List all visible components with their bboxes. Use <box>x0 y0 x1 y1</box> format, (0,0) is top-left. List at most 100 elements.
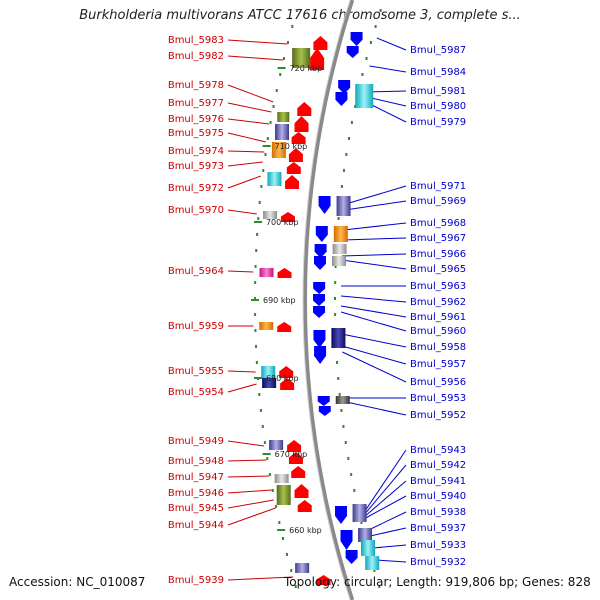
tick-label: 660 kbp <box>289 526 322 535</box>
gene-box <box>295 563 310 573</box>
left-leader-line <box>227 440 265 447</box>
scale-dot <box>266 137 269 140</box>
right-gene-label: Bmul_5932 <box>410 557 466 568</box>
right-leader-line <box>345 200 407 211</box>
forward-gene-arrow <box>277 322 292 332</box>
right-gene-label: Bmul_5963 <box>410 281 466 292</box>
left-leader-line <box>227 383 257 393</box>
right-gene-label: Bmul_5966 <box>410 249 466 260</box>
right-gene-label: Bmul_5940 <box>410 491 466 502</box>
scale-dot <box>256 233 259 236</box>
forward-gene-arrow <box>310 48 325 70</box>
gene-box <box>274 474 289 483</box>
scale-dot <box>369 41 372 44</box>
scale-dot <box>290 569 293 572</box>
left-leader-line <box>227 55 284 61</box>
right-leader-line <box>368 511 407 531</box>
right-gene-label: Bmul_5981 <box>410 86 466 97</box>
left-gene-label: Bmul_5973 <box>168 161 224 172</box>
right-leader-line <box>369 65 407 73</box>
gene-box <box>292 48 311 68</box>
right-leader-line <box>363 449 407 513</box>
scale-dot <box>282 537 285 540</box>
forward-gene-arrow <box>280 212 295 222</box>
forward-gene-arrow <box>313 36 328 50</box>
backbone-shadow <box>302 0 351 600</box>
gene-features <box>259 32 380 585</box>
left-leader-line <box>227 175 262 189</box>
reverse-gene-arrow <box>313 282 326 294</box>
left-gene-label: Bmul_5964 <box>168 266 224 277</box>
scale-dot <box>287 41 290 44</box>
scale-dot <box>261 425 264 428</box>
reverse-gene-arrow <box>340 530 353 550</box>
right-gene-label: Bmul_5960 <box>410 326 466 337</box>
right-gene-label: Bmul_5957 <box>410 359 466 370</box>
reverse-gene-arrow <box>314 346 327 364</box>
left-gene-label: Bmul_5978 <box>168 80 224 91</box>
left-gene-label: Bmul_5948 <box>168 456 224 467</box>
gene-box <box>263 211 278 219</box>
tick-label: 670 kbp <box>275 450 308 459</box>
scale-dot <box>258 201 261 204</box>
gene-box <box>335 396 350 404</box>
scale-dot <box>347 457 350 460</box>
forward-gene-arrow <box>280 378 295 390</box>
forward-gene-arrow <box>297 500 312 512</box>
left-leader-line <box>227 475 270 478</box>
left-leader-line <box>227 39 288 45</box>
accession-text: Accession: NC_010087 <box>9 575 146 589</box>
right-leader-line <box>376 559 407 563</box>
right-gene-label: Bmul_5987 <box>410 45 466 56</box>
left-leader-line <box>227 507 276 526</box>
left-gene-label: Bmul_5982 <box>168 51 224 62</box>
scale-dot <box>334 313 337 316</box>
right-gene-label: Bmul_5965 <box>410 264 466 275</box>
right-gene-label: Bmul_5971 <box>410 181 466 192</box>
right-leader-line <box>343 222 407 231</box>
right-leader-line <box>340 305 407 318</box>
gene-labels: Bmul_5983Bmul_5982Bmul_5978Bmul_5977Bmul… <box>168 35 466 586</box>
right-gene-label: Bmul_5967 <box>410 233 466 244</box>
gene-box <box>361 540 375 556</box>
left-gene-label: Bmul_5946 <box>168 488 224 499</box>
right-gene-label: Bmul_5958 <box>410 342 466 353</box>
scale-dot <box>255 361 258 364</box>
scale-dot <box>282 57 285 60</box>
right-leader-line <box>373 544 407 549</box>
reverse-gene-arrow <box>313 306 326 318</box>
scale-dot <box>361 73 364 76</box>
left-gene-label: Bmul_5983 <box>168 35 224 46</box>
scale-dot <box>254 297 257 300</box>
reverse-gene-arrow <box>345 550 358 564</box>
gene-box <box>336 196 351 216</box>
right-leader-line <box>365 495 407 519</box>
right-leader-line <box>340 311 407 332</box>
scale-dot <box>378 585 381 588</box>
scale-dot <box>334 297 337 300</box>
reverse-gene-arrow <box>315 226 328 242</box>
left-leader-line <box>227 102 272 113</box>
right-gene-label: Bmul_5941 <box>410 476 466 487</box>
scale-dot <box>264 153 267 156</box>
left-gene-label: Bmul_5970 <box>168 205 224 216</box>
scale-dot <box>373 569 376 572</box>
forward-gene-arrow <box>294 484 309 498</box>
scale-dot <box>279 73 282 76</box>
scale-dot <box>337 217 340 220</box>
right-gene-label: Bmul_5979 <box>410 117 466 128</box>
forward-gene-arrow <box>288 148 303 162</box>
left-leader-line <box>227 209 257 215</box>
right-gene-label: Bmul_5943 <box>410 445 466 456</box>
right-leader-line <box>340 295 407 303</box>
reverse-gene-arrow <box>317 396 330 406</box>
scale-dot <box>350 473 353 476</box>
scale-dot <box>275 89 278 92</box>
right-gene-label: Bmul_5984 <box>410 67 466 78</box>
genome-summary-text: Topology: circular; Length: 919,806 bp; … <box>284 575 591 589</box>
scale-dot <box>336 361 339 364</box>
right-gene-label: Bmul_5962 <box>410 297 466 308</box>
map-title: Burkholderia multivorans ATCC 17616 chro… <box>79 8 521 23</box>
scale-dot <box>254 329 257 332</box>
scale-dot <box>258 393 261 396</box>
